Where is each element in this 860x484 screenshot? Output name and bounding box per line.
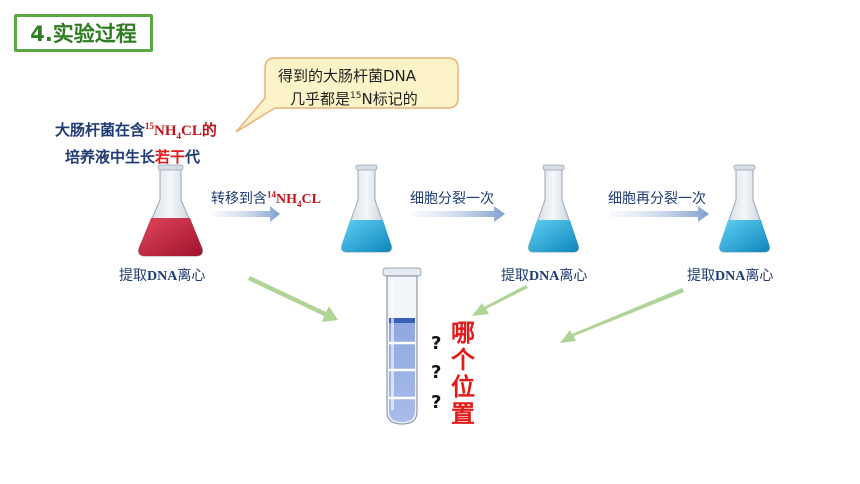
step-divide-once-label: 细胞分裂一次 <box>410 191 494 207</box>
question-mark-3: ? <box>431 392 442 413</box>
flask-red <box>138 164 203 257</box>
flask-blue-2 <box>528 164 579 253</box>
extract-label-3: 提取DNA离心 <box>687 268 774 284</box>
culture-description: 大肠杆菌在含15NH4CL的 培养液中生长若干代 <box>55 116 217 168</box>
test-tube <box>382 267 422 425</box>
callout-text: 得到的大肠杆菌DNA 几乎都是15N标记的 <box>278 66 418 109</box>
which-position-text: 哪 个 位 置 <box>451 319 475 428</box>
callout-line-1: 得到的大肠杆菌DNA <box>278 67 417 85</box>
extract-label-2: 提取DNA离心 <box>501 268 588 284</box>
tube-band-top <box>389 318 415 323</box>
step-divide-again-label: 细胞再分裂一次 <box>608 191 706 207</box>
callout-bubble <box>235 57 459 133</box>
arrow-transfer <box>212 206 280 222</box>
arrow-green-left <box>248 276 338 322</box>
arrow-green-right <box>560 288 684 343</box>
question-mark-2: ? <box>431 362 442 383</box>
culture-line-1: 大肠杆菌在含15NH4CL的 <box>55 121 217 141</box>
flask-blue-1 <box>341 164 392 253</box>
flask-blue-3 <box>719 164 770 253</box>
section-title-text: 4.实验过程 <box>30 22 137 46</box>
question-mark-1: ? <box>431 333 442 354</box>
arrow-divide-once <box>412 206 505 222</box>
arrow-green-middle <box>472 285 528 316</box>
section-title: 4.实验过程 <box>14 14 153 52</box>
step-transfer-label: 转移到含14NH4CL <box>211 189 321 209</box>
callout-line-2: 几乎都是15N标记的 <box>290 90 418 108</box>
culture-line-2: 培养液中生长若干代 <box>65 148 201 166</box>
arrow-divide-again <box>610 206 709 222</box>
extract-label-1: 提取DNA离心 <box>119 268 206 284</box>
